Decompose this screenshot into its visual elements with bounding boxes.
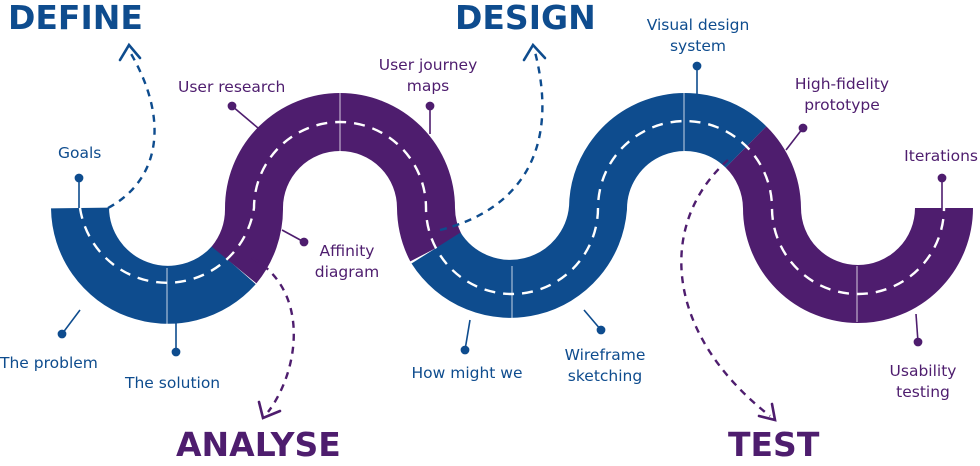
label-usability-line2: testing	[896, 383, 950, 401]
define-arrowhead	[118, 42, 142, 62]
road-segment-design	[411, 93, 767, 318]
phase-title-design: DESIGN	[455, 0, 596, 37]
define-arrow	[107, 51, 156, 210]
label-goals: Goals	[58, 144, 101, 162]
phase-arrows	[107, 51, 771, 417]
label-wireframe-line1: Wireframe	[565, 346, 646, 364]
label-user-research: User research	[178, 78, 285, 96]
label-the-solution: The solution	[124, 374, 220, 392]
label-hifi-line2: prototype	[804, 96, 880, 114]
arrow-heads	[118, 42, 777, 422]
step-labels: Goals The problem The solution User rese…	[0, 16, 978, 401]
road-center-dashes	[78, 119, 946, 296]
phase-title-define: DEFINE	[8, 0, 143, 37]
label-visual-line1: Visual design	[647, 16, 750, 34]
analyse-arrowhead	[257, 400, 282, 420]
label-visual-line2: system	[670, 37, 726, 55]
analyse-arrow	[251, 256, 295, 413]
design-arrow	[439, 51, 544, 232]
phase-title-analyse: ANALYSE	[176, 425, 341, 464]
test-arrowhead	[757, 402, 777, 422]
phase-title-test: TEST	[728, 425, 820, 464]
label-the-problem: The problem	[0, 354, 98, 372]
label-affinity-line2: diagram	[315, 263, 379, 281]
label-how-might-we: How might we	[411, 364, 522, 382]
label-usability-line1: Usability	[890, 362, 957, 380]
leader-pins	[57, 61, 947, 357]
label-hifi-line1: High-fidelity	[795, 75, 889, 93]
road-dividers	[166, 93, 858, 324]
label-journey-line1: User journey	[379, 56, 478, 74]
label-journey-line2: maps	[407, 77, 450, 95]
label-affinity-line1: Affinity	[320, 242, 375, 260]
design-arrowhead	[522, 42, 547, 62]
label-wireframe-line2: sketching	[568, 367, 642, 385]
road-segment-define	[51, 206, 256, 324]
test-arrow	[680, 159, 771, 417]
label-iterations: Iterations	[904, 147, 978, 165]
